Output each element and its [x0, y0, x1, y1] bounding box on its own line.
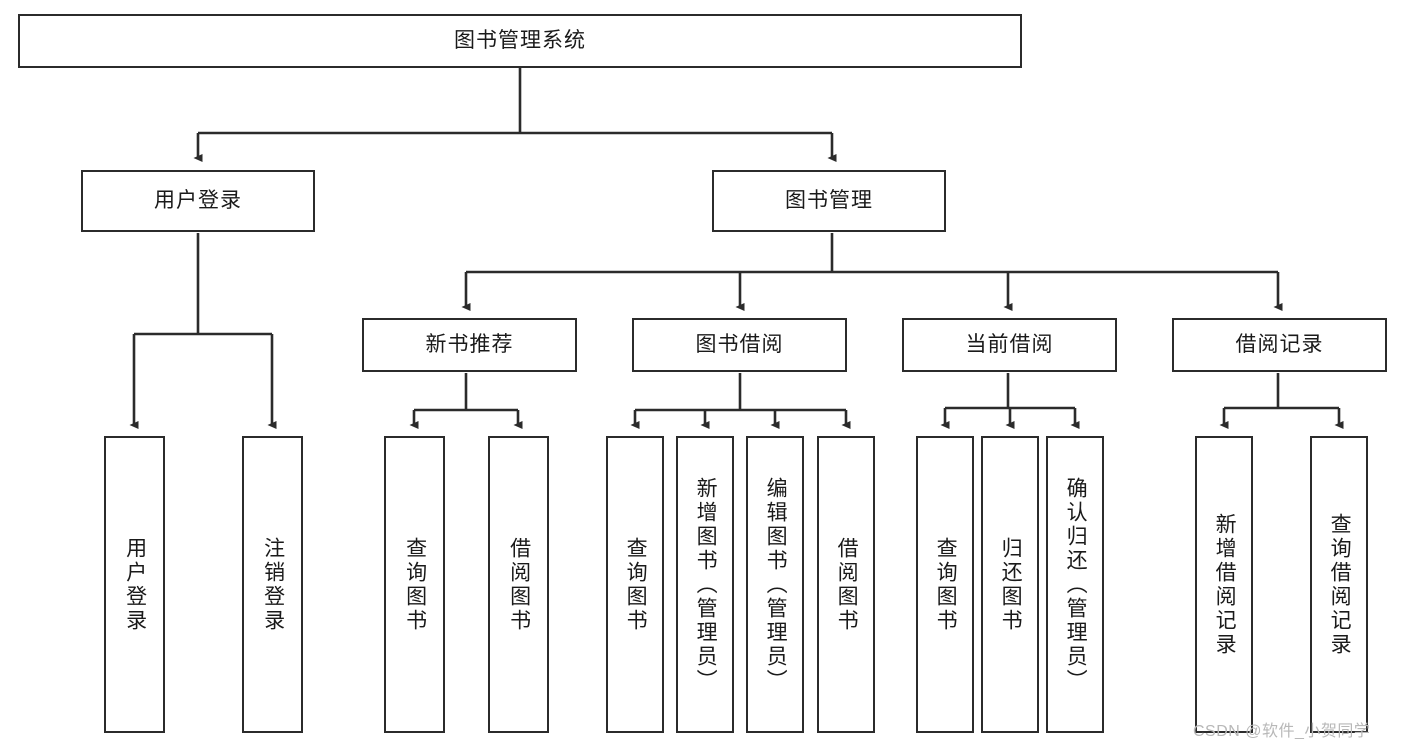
node-leaf-query-book-3[interactable]: 查询图书 — [916, 436, 974, 733]
node-leaf-edit-book[interactable]: 编辑图书（管理员） — [746, 436, 804, 733]
node-book-management[interactable]: 图书管理 — [712, 170, 946, 232]
node-label: 借阅图书 — [507, 536, 531, 633]
node-label: 新书推荐 — [425, 333, 514, 357]
node-leaf-query-book-1[interactable]: 查询图书 — [384, 436, 445, 733]
node-label: 查询图书 — [624, 536, 648, 633]
node-label: 查询图书 — [403, 536, 427, 633]
node-leaf-user-login[interactable]: 用户登录 — [104, 436, 165, 733]
node-label: 编辑图书（管理员） — [764, 476, 788, 693]
node-label: 查询借阅记录 — [1328, 512, 1352, 657]
node-user-login[interactable]: 用户登录 — [81, 170, 315, 232]
node-leaf-borrow-book-2[interactable]: 借阅图书 — [817, 436, 875, 733]
node-leaf-borrow-book-1[interactable]: 借阅图书 — [488, 436, 549, 733]
node-root-book-management-system[interactable]: 图书管理系统 — [18, 14, 1022, 68]
node-label: 当前借阅 — [965, 333, 1054, 357]
node-label: 图书管理系统 — [454, 29, 586, 53]
node-leaf-query-record[interactable]: 查询借阅记录 — [1310, 436, 1368, 733]
node-label: 查询图书 — [934, 536, 958, 633]
node-leaf-logout[interactable]: 注销登录 — [242, 436, 303, 733]
node-label: 确认归还（管理员） — [1064, 476, 1088, 693]
node-label: 借阅图书 — [835, 536, 859, 633]
node-leaf-query-book-2[interactable]: 查询图书 — [606, 436, 664, 733]
node-leaf-return-book[interactable]: 归还图书 — [981, 436, 1039, 733]
node-label: 注销登录 — [261, 536, 285, 633]
node-leaf-add-book[interactable]: 新增图书（管理员） — [676, 436, 734, 733]
node-new-book-recommend[interactable]: 新书推荐 — [362, 318, 577, 372]
node-label: 图书借阅 — [695, 333, 784, 357]
csdn-watermark: CSDN @软件_小贺同学 — [1193, 723, 1371, 740]
node-borrow-record[interactable]: 借阅记录 — [1172, 318, 1387, 372]
node-label: 新增图书（管理员） — [694, 476, 718, 693]
node-label: 用户登录 — [154, 189, 242, 213]
node-leaf-confirm-return[interactable]: 确认归还（管理员） — [1046, 436, 1104, 733]
node-label: 用户登录 — [123, 536, 147, 633]
node-label: 借阅记录 — [1235, 333, 1324, 357]
node-label: 图书管理 — [785, 189, 873, 213]
node-current-borrow[interactable]: 当前借阅 — [902, 318, 1117, 372]
node-leaf-add-record[interactable]: 新增借阅记录 — [1195, 436, 1253, 733]
node-book-borrow[interactable]: 图书借阅 — [632, 318, 847, 372]
node-label: 新增借阅记录 — [1213, 512, 1237, 657]
node-label: 归还图书 — [999, 536, 1023, 633]
